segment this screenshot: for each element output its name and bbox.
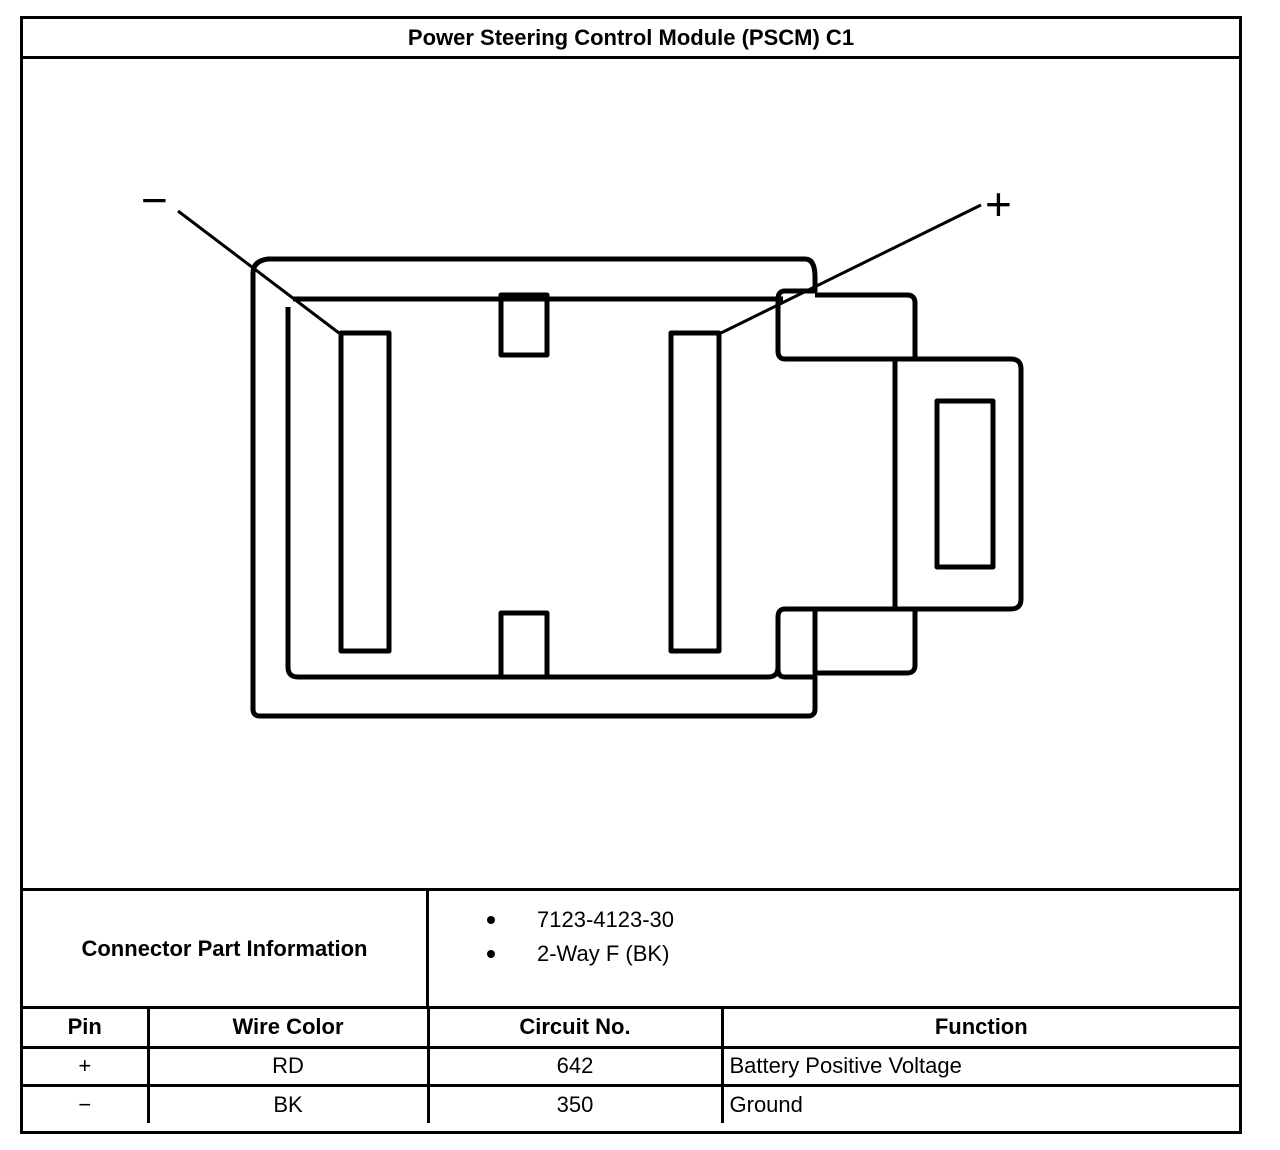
connector-part-info-list: 7123-4123-30 2-Way F (BK): [429, 891, 1239, 1006]
table-row: − BK 350 Ground: [23, 1085, 1239, 1123]
header-function: Function: [722, 1009, 1239, 1049]
cell-circuit-no: 642: [428, 1047, 724, 1087]
cell-function: Ground: [729, 1091, 803, 1117]
latch-upper-outline: [815, 292, 918, 359]
list-item: 7123-4123-30: [429, 903, 1239, 937]
leader-line-positive: [720, 203, 982, 335]
connector-diagram: − +: [23, 59, 1239, 891]
outer-housing-outline: [250, 256, 898, 719]
connector-face-drawing: [177, 203, 1024, 719]
cell-pin: +: [23, 1047, 150, 1087]
list-item: 2-Way F (BK): [429, 937, 1239, 971]
negative-pin-label: −: [141, 174, 168, 226]
inner-cavity-outline: [285, 296, 783, 680]
bullet-icon: [487, 950, 495, 958]
table-header-row: Pin Wire Color Circuit No. Function: [23, 1009, 1239, 1049]
terminal-negative: [338, 330, 392, 654]
cell-wire-color: BK: [148, 1085, 430, 1123]
cell-wire-color: RD: [148, 1047, 430, 1087]
latch-tab-outline: [895, 356, 1024, 612]
pin-table: Pin Wire Color Circuit No. Function + RD…: [23, 1009, 1239, 1123]
connector-part-info: Connector Part Information 7123-4123-30 …: [23, 891, 1239, 1009]
leader-line-negative: [177, 209, 340, 335]
key-top: [498, 292, 550, 358]
cell-pin: −: [23, 1085, 150, 1123]
header-pin: Pin: [23, 1009, 150, 1049]
connector-type: 2-Way F (BK): [537, 941, 670, 966]
page-title: Power Steering Control Module (PSCM) C1: [23, 19, 1239, 59]
key-bottom: [498, 610, 550, 680]
connector-part-info-label: Connector Part Information: [23, 891, 429, 1006]
cell-circuit-no: 350: [428, 1085, 724, 1123]
latch-lower-outline: [812, 609, 918, 676]
header-wire-color: Wire Color: [148, 1009, 430, 1049]
positive-pin-label: +: [985, 178, 1012, 230]
header-circuit-no: Circuit No.: [428, 1009, 724, 1049]
table-row: + RD 642 Battery Positive Voltage: [23, 1047, 1239, 1087]
bullet-icon: [487, 916, 495, 924]
connector-sheet: Power Steering Control Module (PSCM) C1: [20, 16, 1242, 1134]
cell-function: Battery Positive Voltage: [722, 1047, 1239, 1087]
terminal-positive: [668, 330, 722, 654]
latch-window: [934, 398, 996, 570]
part-number: 7123-4123-30: [537, 907, 675, 932]
